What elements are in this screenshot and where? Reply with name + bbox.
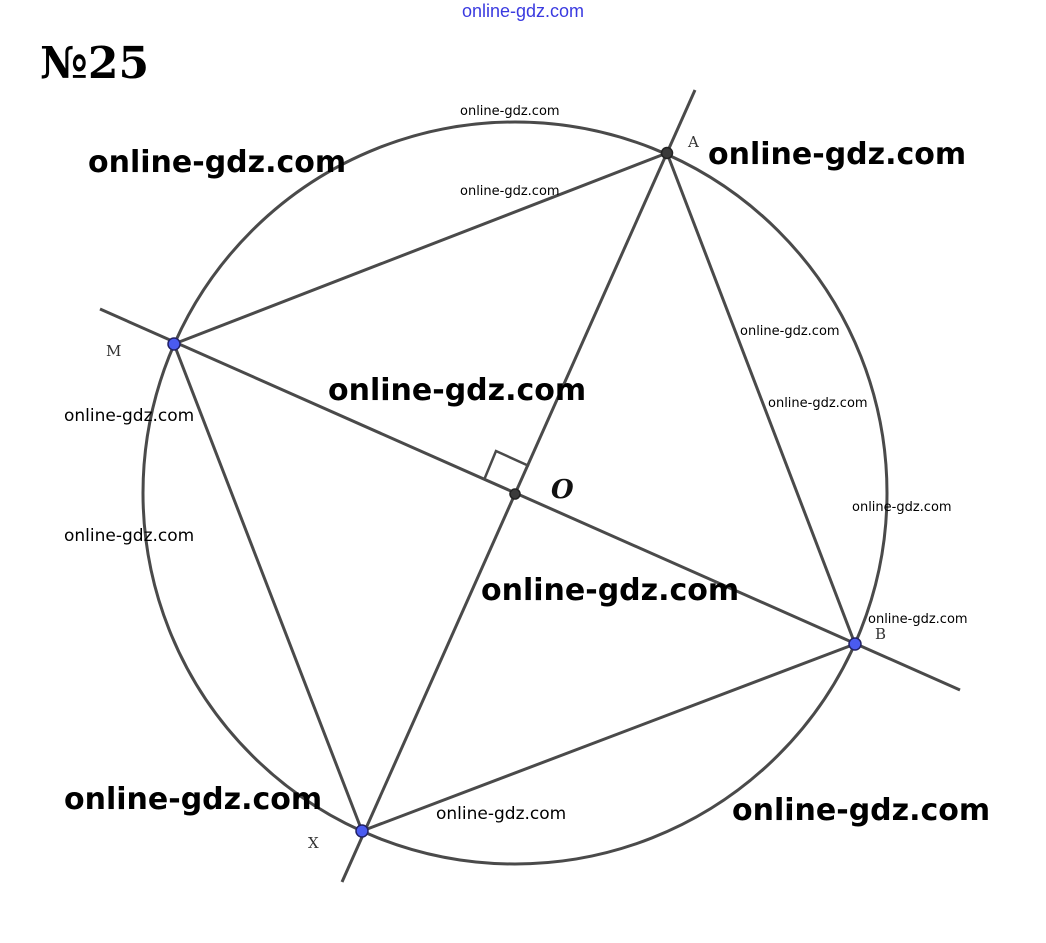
watermark: online-gdz.com (328, 373, 586, 408)
watermark: online-gdz.com (732, 793, 990, 828)
watermark: online-gdz.com (436, 804, 566, 824)
watermark: online-gdz.com (868, 612, 968, 627)
problem-number: №25 (40, 38, 149, 89)
point-o (509, 488, 521, 500)
circumcircle (141, 120, 889, 866)
watermark: online-gdz.com (64, 406, 194, 426)
watermark: online-gdz.com (708, 137, 966, 172)
watermark: online-gdz.com (740, 324, 840, 339)
segment-ma (173, 151, 668, 346)
segment-bx (361, 642, 856, 833)
line-ax (340, 89, 697, 883)
top-watermark: online-gdz.com (462, 1, 584, 21)
point-b (848, 637, 862, 651)
watermark: online-gdz.com (768, 396, 868, 411)
watermark: online-gdz.com (64, 526, 194, 546)
right-angle-marker (482, 449, 530, 481)
label-a: A (687, 133, 699, 151)
point-m (167, 337, 181, 351)
point-x (355, 824, 369, 838)
watermark: online-gdz.com (852, 500, 952, 515)
watermark: online-gdz.com (64, 782, 322, 817)
line-mb (99, 307, 961, 692)
watermark: online-gdz.com (460, 184, 560, 199)
label-m: M (106, 342, 121, 360)
segment-xm (172, 343, 364, 832)
label-b: B (875, 625, 886, 643)
label-x: X (308, 834, 319, 852)
watermark: online-gdz.com (481, 573, 739, 608)
segment-ab (665, 152, 857, 645)
watermark: online-gdz.com (88, 145, 346, 180)
point-a (660, 146, 674, 160)
label-o: O (551, 475, 574, 505)
watermark: online-gdz.com (460, 104, 560, 119)
